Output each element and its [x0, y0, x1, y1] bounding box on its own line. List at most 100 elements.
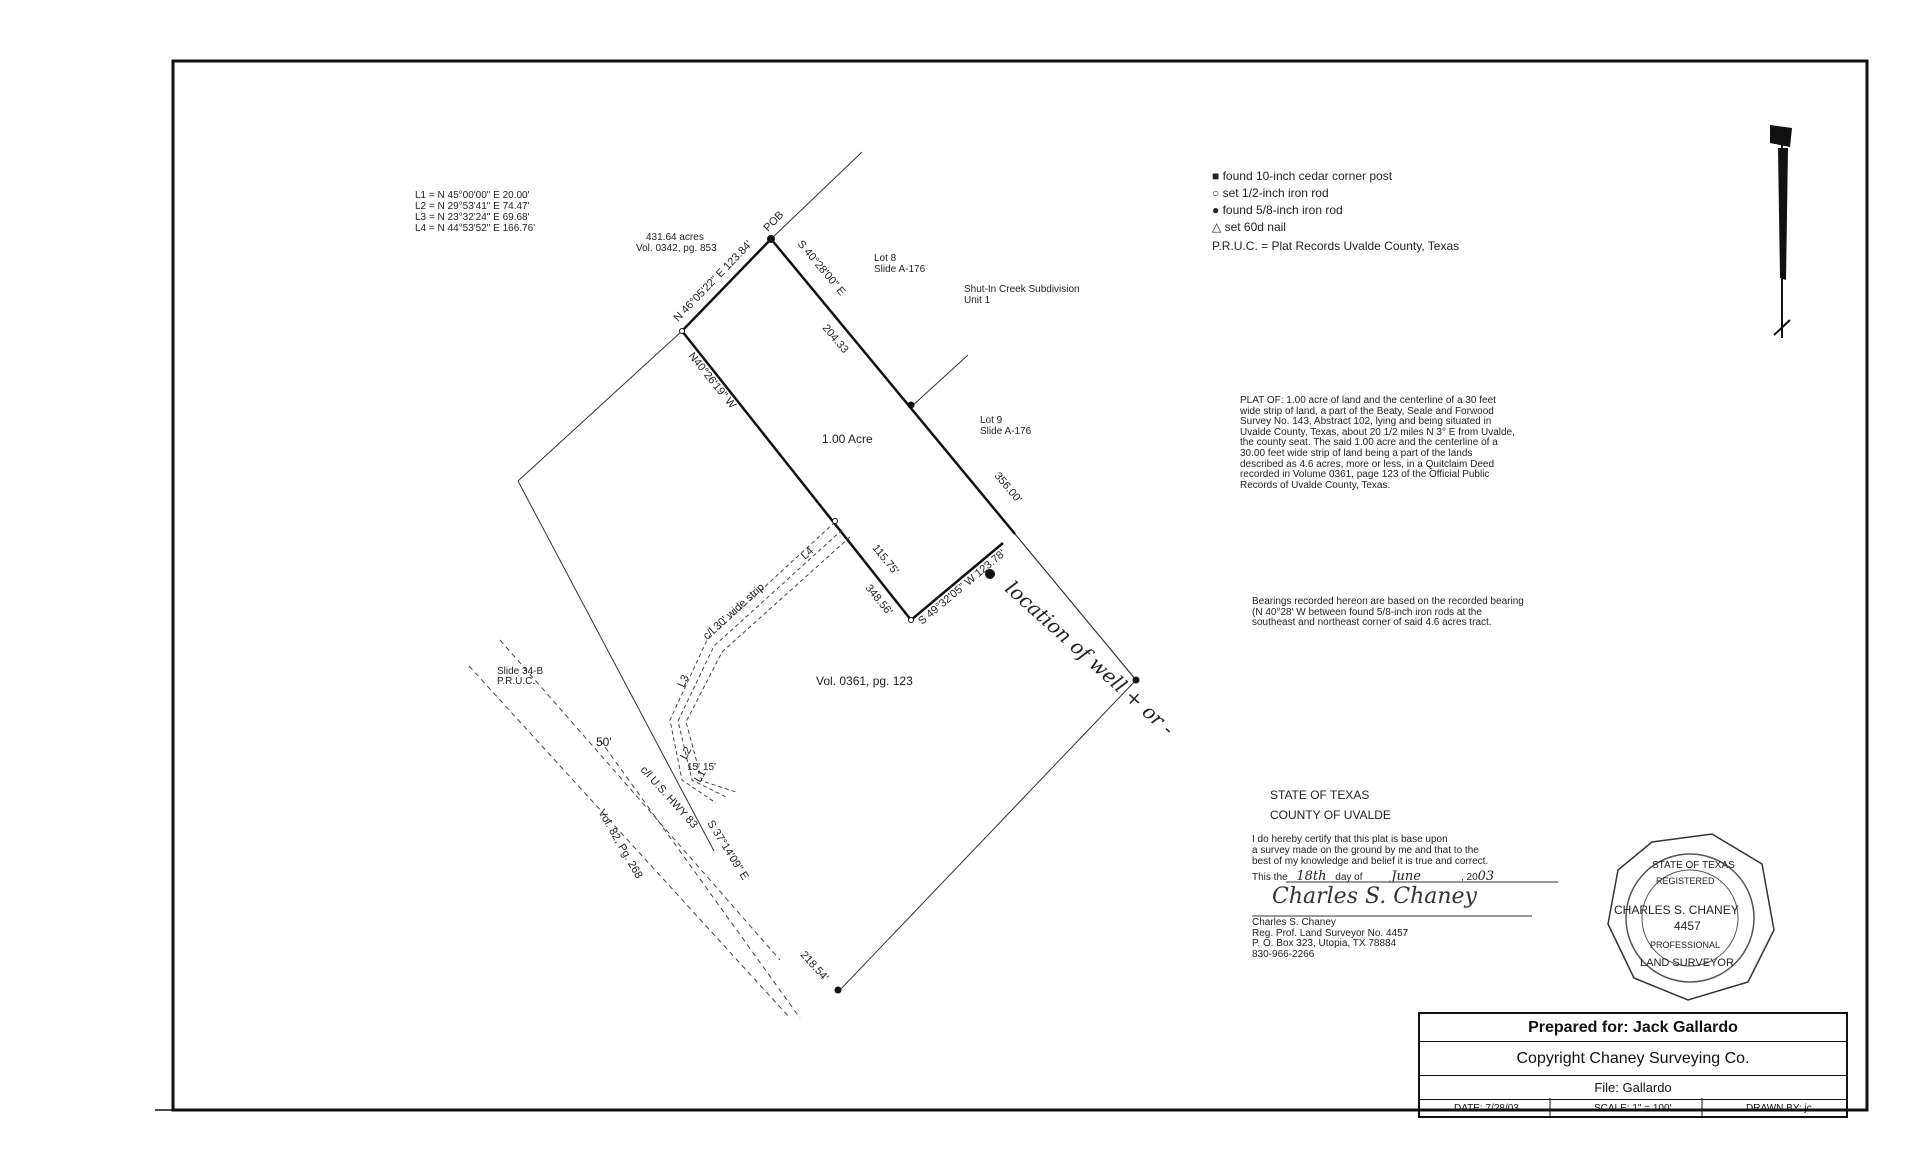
plat-of-line: Uvalde County, Texas, about 20 1/2 miles… — [1240, 426, 1515, 438]
plat-of-line: PLAT OF: 1.00 acre of land and the cente… — [1240, 395, 1496, 406]
line-l1-label: L1 — [692, 768, 709, 785]
square-marker-icon: ■ — [1212, 169, 1220, 183]
legend-item-text: set 1/2-inch iron rod — [1222, 186, 1329, 200]
triangle-marker-icon: △ — [1212, 220, 1222, 234]
lot8-label: Lot 8 — [874, 253, 897, 264]
lot9-label: Lot 9 — [980, 415, 1003, 426]
seal-professional: PROFESSIONAL — [1650, 940, 1720, 950]
month-value: June — [1391, 869, 1421, 884]
file-name: File: Gallardo — [1420, 1076, 1846, 1100]
prepared-for: Prepared for: Jack Gallardo — [1420, 1014, 1846, 1042]
legend-item: △ set 60d nail — [1212, 219, 1459, 236]
certificate-line: best of my knowledge and belief it is tr… — [1252, 856, 1489, 867]
certificate-state: STATE OF TEXAS — [1270, 788, 1370, 802]
surveyor-info: Charles S. Chaney Reg. Prof. Land Survey… — [1252, 917, 1409, 960]
title-block: Prepared for: Jack Gallardo Copyright Ch… — [1418, 1012, 1848, 1118]
certificate: STATE OF TEXAS COUNTY OF UVALDE — [1270, 788, 1391, 822]
line-table-l1: L1 = N 45°00'00" E 20.00' — [415, 190, 530, 201]
bearing-west-label: N40°26'19" W — [686, 350, 739, 411]
seal-registered: REGISTERED — [1656, 876, 1715, 886]
vol-0361-label: Vol. 0361, pg. 123 — [816, 674, 913, 688]
tract-431-vol: Vol. 0342, pg. 853 — [636, 243, 717, 254]
north-arrow-icon — [1770, 125, 1792, 338]
seal-name: CHARLES S. CHANEY — [1614, 903, 1739, 917]
seal-bottom: LAND SURVEYOR — [1640, 957, 1734, 969]
legend: ■ found 10-inch cedar corner post ○ set … — [1212, 168, 1459, 255]
seal-state: STATE OF TEXAS — [1652, 860, 1735, 871]
legend-item-text: found 5/8-inch iron rod — [1222, 203, 1343, 217]
year-value: 03 — [1477, 869, 1495, 884]
line-table-l2: L2 = N 29°53'41" E 74.47' — [415, 201, 530, 212]
day-of-text: day of — [1335, 872, 1363, 883]
day-value: 18th — [1296, 869, 1327, 884]
distance-348-label: 348.56' — [863, 582, 895, 617]
legend-item: ○ set 1/2-inch iron rod — [1212, 185, 1459, 202]
surveyor-line: Charles S. Chaney — [1252, 917, 1336, 928]
bearing-south-label: S 49°32'05" W 123.78' — [916, 548, 1008, 628]
surveyor-line: Reg. Prof. Land Surveyor No. 4457 — [1252, 927, 1409, 939]
plat-of-line: recorded in Volume 0361, page 123 of the… — [1240, 469, 1490, 481]
width-15b: 15' — [703, 762, 716, 773]
bearings-line: (N 40°28' W between found 5/8-inch iron … — [1252, 606, 1482, 618]
lot8-slide: Slide A-176 — [874, 264, 926, 275]
filled-circle-marker-icon: ● — [1212, 203, 1220, 217]
line-table: L1 = N 45°00'00" E 20.00' L2 = N 29°53'4… — [415, 190, 535, 234]
year-prefix: , 20 — [1460, 872, 1478, 883]
legend-item: ● found 5/8-inch iron rod — [1212, 202, 1459, 219]
subdivision-unit: Unit 1 — [964, 295, 991, 306]
plat-of-line: Records of Uvalde County, Texas. — [1240, 479, 1391, 491]
slide34b-label: Slide 34-B — [497, 666, 543, 677]
surveyor-seal: STATE OF TEXAS REGISTERED CHARLES S. CHA… — [1607, 833, 1775, 1001]
certificate-line: a survey made on the ground by me and th… — [1252, 845, 1479, 856]
legend-pruc: P.R.U.C. = Plat Records Uvalde County, T… — [1212, 239, 1460, 253]
certificate-date: This the 18th day of June, 2003 — [1252, 870, 1494, 885]
bearings-line: Bearings recorded hereon are based on th… — [1252, 596, 1524, 607]
strip-label: c/l 30' wide strip — [701, 581, 767, 642]
bearing-east-label: S 40°28'00" E — [795, 238, 848, 298]
plat-of-line: 30.00 feet wide strip of land being a pa… — [1240, 447, 1473, 459]
seal-number: 4457 — [1674, 919, 1701, 933]
title-block-footer: DATE: 7/28/03 SCALE: 1" = 100' DRAWN BY:… — [1420, 1100, 1846, 1118]
drawing-scale: SCALE: 1" = 100' — [1594, 1103, 1672, 1114]
legend-item-text: found 10-inch cedar corner post — [1222, 169, 1393, 183]
plat-of-line: described as 4.6 acres, more or less, in… — [1240, 458, 1494, 470]
title-block-dividers — [1549, 1098, 1703, 1118]
corner-markers — [679, 235, 1140, 994]
plat-of-line: the county seat. The said 1.00 acre and … — [1240, 437, 1498, 449]
plat-of-line: wide strip of land, a part of the Beaty,… — [1240, 405, 1494, 417]
east-line-extension — [1014, 533, 1137, 681]
certificate-body: I do hereby certify that this plat is ba… — [1252, 834, 1488, 867]
line-table-l3: L3 = N 23°32'24" E 69.68' — [415, 212, 530, 223]
legend-item-text: set 60d nail — [1224, 220, 1286, 234]
bearings-note: Bearings recorded hereon are based on th… — [1252, 596, 1524, 629]
pob-label: POB — [762, 209, 787, 234]
surveyor-line: 830-966-2266 — [1252, 948, 1315, 960]
distance-204-label: 204.33 — [820, 322, 851, 355]
line-table-l4: L4 = N 44°53'52" E 166.76' — [415, 223, 535, 234]
tract-431-label: 431.64 acres — [646, 232, 704, 243]
acre-label: 1.00 Acre — [822, 432, 873, 446]
plat-of-line: Survey No. 143, Abstract 102, lying and … — [1240, 416, 1492, 428]
distance-356-label: 356.00' — [992, 470, 1024, 505]
drawn-by: DRAWN BY: jc — [1746, 1103, 1812, 1114]
handwritten-well-note: location of well + or - — [1001, 576, 1180, 741]
distance-218-label: 218.54' — [798, 949, 831, 984]
certificate-line: I do hereby certify that this plat is ba… — [1252, 834, 1448, 845]
line-l3-label: L3 — [676, 673, 692, 689]
legend-item: ■ found 10-inch cedar corner post — [1212, 168, 1459, 185]
copyright: Copyright Chaney Surveying Co. — [1420, 1042, 1846, 1076]
surveyor-line: P. O. Box 323, Utopia, TX 78884 — [1252, 938, 1397, 949]
bearing-highway-label: S 37°14'09" E — [704, 818, 750, 882]
thirty-foot-strip — [669, 521, 851, 804]
subdivision-label: Shut-In Creek Subdivision — [964, 284, 1080, 295]
one-acre-boundary — [681, 238, 1016, 621]
certificate-county: COUNTY OF UVALDE — [1270, 808, 1391, 822]
highway-row — [468, 639, 801, 1019]
lot9-slide: Slide A-176 — [980, 426, 1032, 437]
row-width-label: 50' — [596, 735, 612, 749]
line-l4-label: L4 — [799, 545, 816, 562]
vol82-label: Vol. 82, Pg. 268 — [595, 808, 644, 881]
width-15a: 15' — [687, 762, 700, 773]
signature: Charles S. Chaney — [1272, 884, 1477, 909]
open-circle-marker-icon: ○ — [1212, 186, 1220, 200]
